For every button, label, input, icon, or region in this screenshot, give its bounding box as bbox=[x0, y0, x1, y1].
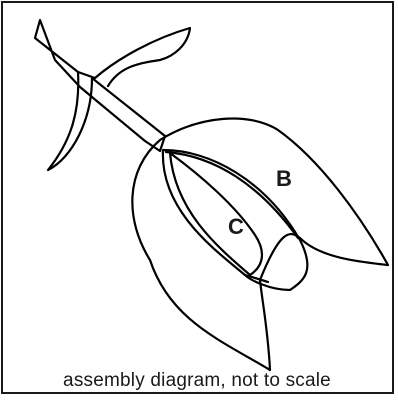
diagram-caption: assembly diagram, not to scale bbox=[63, 370, 331, 391]
part-b-outline bbox=[131, 117, 390, 372]
seam-line bbox=[243, 273, 270, 284]
part-label-c: C bbox=[228, 214, 244, 239]
seam-line bbox=[164, 150, 300, 240]
part-c-inner-outline bbox=[168, 151, 263, 277]
part-c-outline bbox=[161, 148, 309, 292]
top-leaf-outline bbox=[93, 26, 192, 88]
diagram-frame bbox=[1, 1, 394, 394]
part-label-b: B bbox=[276, 166, 292, 191]
branch-stem-outline bbox=[33, 18, 167, 172]
branch-side-outline bbox=[76, 70, 97, 80]
